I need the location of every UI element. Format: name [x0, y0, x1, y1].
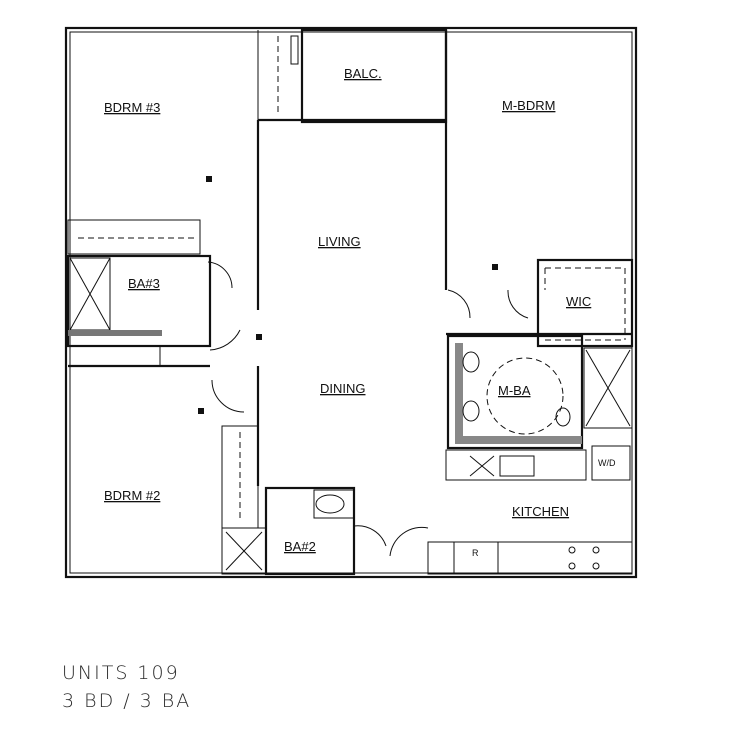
room-label-balc: BALC. — [344, 66, 382, 81]
refrigerator-label: R — [472, 548, 479, 558]
room-label-living: LIVING — [318, 234, 361, 249]
smoke-detector-markers — [198, 176, 498, 414]
room-label-mba: M-BA — [498, 383, 531, 398]
room-label-dining: DINING — [320, 381, 366, 396]
room-label-bdrm2: BDRM #2 — [104, 488, 160, 503]
unit-number-label: UNITS 109 — [62, 662, 180, 684]
room-label-bdrm3: BDRM #3 — [104, 100, 160, 115]
room-label-wic: WIC — [566, 294, 591, 309]
room-label-mbdrm: M-BDRM — [502, 98, 555, 113]
washer-dryer-label: W/D — [598, 458, 616, 468]
cooktop-burners — [568, 546, 600, 570]
bed-bath-count-label: 3 BD / 3 BA — [62, 690, 192, 712]
room-label-ba2: BA#2 — [284, 539, 316, 554]
room-label-ba3: BA#3 — [128, 276, 160, 291]
room-label-kitchen: KITCHEN — [512, 504, 569, 519]
interior-walls — [66, 28, 634, 576]
